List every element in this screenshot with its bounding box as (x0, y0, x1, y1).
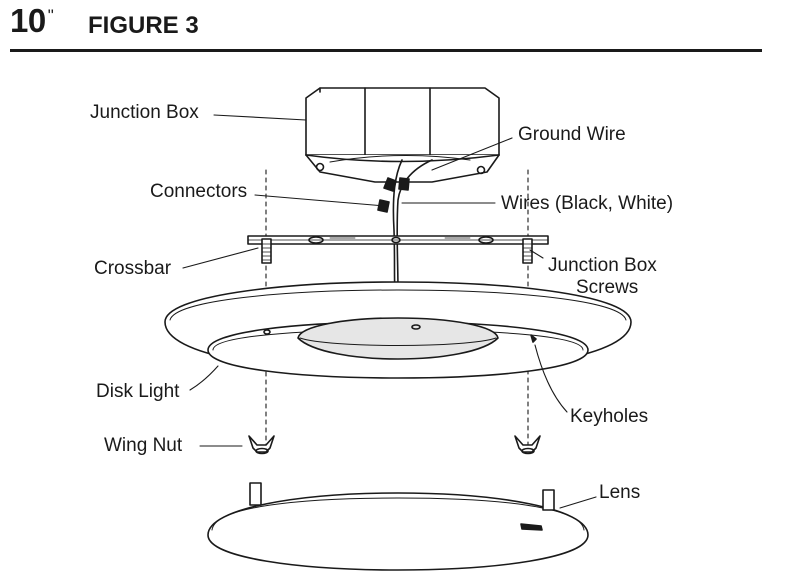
step-number: 10" (10, 2, 54, 39)
label-wing-nut: Wing Nut (104, 435, 183, 456)
label-keyholes: Keyholes (570, 406, 648, 427)
figure-title: FIGURE 3 (88, 12, 199, 39)
label-wires: Wires (Black, White) (501, 193, 673, 214)
junction-box-screws-shape (261, 238, 533, 264)
label-lens: Lens (599, 482, 640, 503)
label-junction-box-screws-line1: Junction Box (548, 255, 657, 276)
leader-lines (182, 114, 597, 509)
label-disk-light: Disk Light (96, 381, 180, 402)
wing-nut-right-shape (514, 435, 541, 455)
disk-light-shape (164, 281, 632, 379)
alignment-guides (265, 169, 529, 446)
wing-nut-left-shape (248, 435, 275, 455)
label-connectors: Connectors (150, 181, 247, 202)
crossbar-shape (247, 235, 549, 245)
step-mark: " (47, 6, 54, 25)
header-rule (10, 49, 762, 52)
junction-box-shape (305, 87, 500, 183)
label-junction-box-screws-line2: Screws (576, 277, 638, 298)
label-crossbar: Crossbar (94, 258, 172, 279)
label-junction-box: Junction Box (90, 102, 199, 123)
figure-header: 10" FIGURE 3 (0, 0, 801, 52)
label-ground-wire: Ground Wire (518, 124, 626, 145)
lens-shape (207, 482, 589, 571)
